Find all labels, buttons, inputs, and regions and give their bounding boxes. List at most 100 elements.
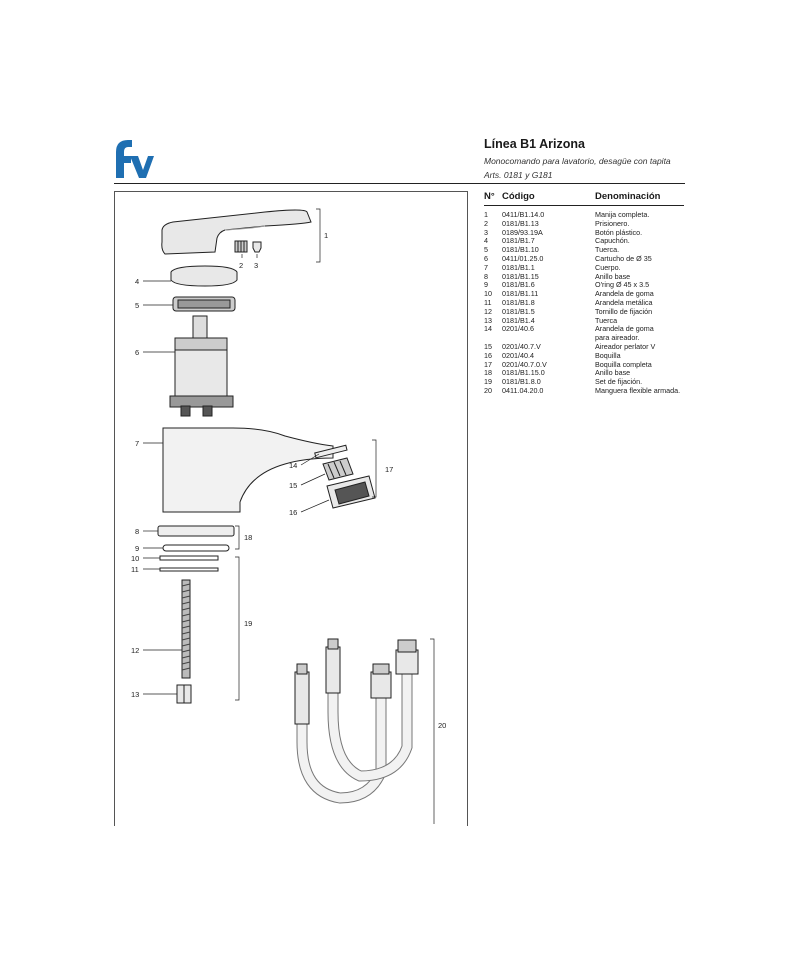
- part-number: 3: [484, 227, 488, 237]
- part-number: 8: [484, 271, 488, 281]
- part-number: 19: [484, 377, 492, 387]
- faucet-body: [162, 427, 334, 513]
- part-number: 2: [484, 218, 488, 228]
- part-name: Manguera flexible armada.: [595, 385, 681, 395]
- part-name: Boquilla: [595, 350, 621, 360]
- part-number: 10: [484, 289, 492, 299]
- part-code: 0181/B1.6: [502, 280, 535, 290]
- aerator-part: [322, 457, 354, 481]
- exploded-diagram-drawing: 1 2 3 4 5 6 7 8 9 10 11 12 13 14 15 16 1…: [131, 208, 446, 824]
- product-subtitle: Monocomando para lavatorio, desagüe con …: [484, 156, 671, 166]
- part-code: 0181/B1.11: [502, 289, 539, 299]
- table-row: 1 0411/B1.14.0 Manija completa.: [484, 210, 684, 220]
- part-code: 0181/B1.4: [502, 315, 535, 325]
- article-numbers: Arts. 0181 y G181: [484, 170, 553, 180]
- part-number: 1: [484, 210, 488, 219]
- part-code: 0201/40.6: [502, 324, 534, 334]
- part-code: 0181/B1.8.0: [502, 377, 541, 387]
- part-code: 0201/40.4: [502, 350, 534, 360]
- part-name: Cuerpo.: [595, 262, 621, 272]
- table-row: 9 0181/B1.6 O'ring Ø 45 x 3.5: [484, 281, 684, 290]
- callout-12: 12: [131, 646, 139, 655]
- part-number: 16: [484, 350, 492, 360]
- part-code: 0411.04.20.0: [502, 385, 544, 395]
- part-number: 11: [484, 297, 492, 307]
- part-name: Tuerca: [595, 315, 618, 325]
- part-number: 14: [484, 324, 492, 334]
- callout-15: 15: [289, 481, 297, 490]
- header-number: N°: [484, 191, 495, 202]
- part-name: Botón plástico.: [595, 227, 643, 237]
- part-number: 20: [484, 385, 492, 395]
- part-number: 18: [484, 368, 492, 378]
- table-row: 18 0181/B1.15.0 Anillo base: [484, 369, 684, 378]
- callout-3: 3: [254, 261, 258, 270]
- product-title: Línea B1 Arizona: [484, 137, 585, 151]
- part-name: Prisionero.: [595, 218, 630, 228]
- part-name: Anillo base: [595, 271, 631, 281]
- callout-13: 13: [131, 690, 139, 699]
- part-name: Manija completa.: [595, 210, 650, 219]
- part-name: Cartucho de Ø 35: [595, 253, 652, 263]
- callout-11: 11: [131, 565, 139, 574]
- part-code: 0181/B1.5: [502, 306, 535, 316]
- table-row: 20 0411.04.20.0 Manguera flexible armada.: [484, 385, 684, 396]
- table-row: 3 0189/93.19A Botón plástico.: [484, 227, 684, 238]
- part-code: 0181/B1.8: [502, 297, 535, 307]
- callout-16: 16: [289, 508, 297, 517]
- callout-4: 4: [135, 277, 139, 286]
- part-code: 0181/B1.15.0: [502, 368, 545, 378]
- cartridge-stem: [192, 315, 208, 339]
- table-row: 10 0181/B1.11 Arandela de goma: [484, 289, 684, 299]
- handle-part: [161, 209, 312, 255]
- part-code: 0411/01.25.0: [502, 253, 544, 263]
- part-code: 0181/B1.13: [502, 218, 539, 228]
- header-name: Denominación: [595, 191, 661, 202]
- table-row: 2 0181/B1.13 Prisionero.: [484, 218, 684, 229]
- part-code: 0189/93.19A: [502, 227, 543, 237]
- part-name: Anillo base: [595, 368, 631, 378]
- callout-1: 1: [324, 231, 328, 240]
- part-name: Tuerca.: [595, 245, 620, 255]
- part-name: O'ring Ø 45 x 3.5: [595, 280, 650, 290]
- o-ring: [162, 544, 230, 552]
- threaded-rod: [181, 579, 191, 679]
- header-code: Código: [502, 191, 535, 202]
- part-name: Set de fijación.: [595, 377, 643, 387]
- callout-19: 19: [244, 619, 252, 628]
- part-name: Arandela de goma: [595, 324, 654, 334]
- table-row: 19 0181/B1.8.0 Set de fijación.: [484, 377, 684, 387]
- part-code: 0181/B1.1: [502, 262, 535, 272]
- part-name: Boquilla completa: [595, 359, 652, 369]
- part-number: 7: [484, 262, 488, 272]
- part-name: para aireador.: [595, 333, 640, 343]
- table-row: para aireador.: [484, 333, 684, 343]
- part-name: Arandela de goma: [595, 289, 654, 299]
- part-name: Aireador perlator V: [595, 341, 656, 351]
- table-row: 16 0201/40.4 Boquilla: [484, 350, 684, 361]
- part-code: 0411/B1.14.0: [502, 210, 545, 219]
- parts-table-header: N° Código Denominación: [484, 191, 684, 206]
- part-number: 9: [484, 280, 488, 290]
- part-name: Capuchón.: [595, 236, 630, 246]
- callout-9: 9: [135, 544, 139, 553]
- part-number: 13: [484, 315, 492, 325]
- callout-7: 7: [135, 439, 139, 448]
- part-code: 0181/B1.7: [502, 236, 535, 246]
- part-number: 17: [484, 359, 492, 369]
- callout-6: 6: [135, 348, 139, 357]
- flexible-hoses: [294, 638, 419, 804]
- cap-part: [170, 265, 238, 287]
- base-ring: [157, 525, 235, 537]
- part-code: 0201/40.7.V: [502, 341, 541, 351]
- parts-table: N° Código Denominación 1 0411/B1.14.0 Mani…: [484, 191, 684, 396]
- exploded-diagram: 1 2 3 4 5 6 7 8 9 10 11 12 13 14 15 16 1…: [114, 191, 468, 826]
- part-code: 0201/40.7.0.V: [502, 359, 547, 369]
- part-number: 15: [484, 341, 492, 351]
